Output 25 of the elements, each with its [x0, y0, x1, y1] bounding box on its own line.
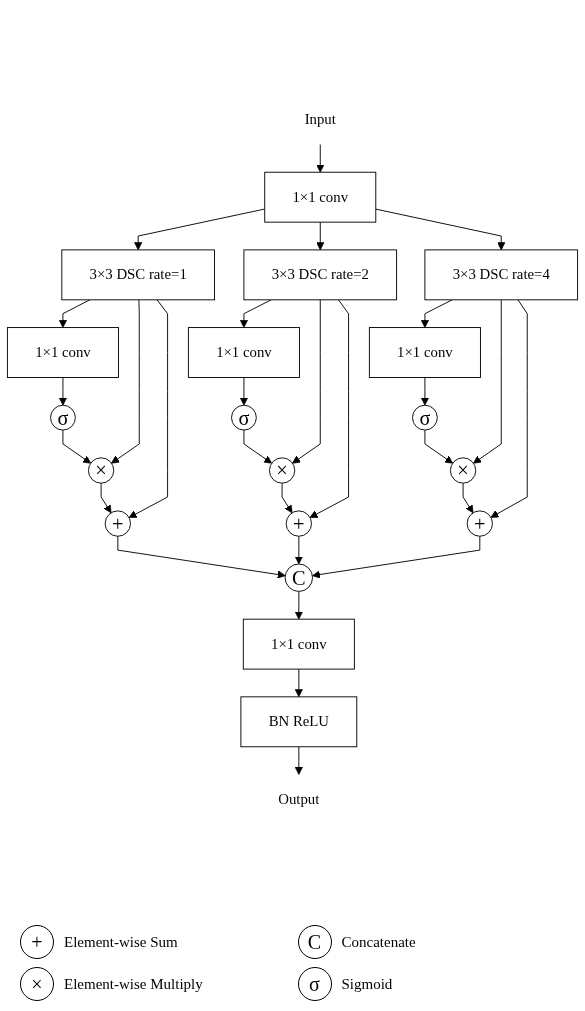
legend-text: Sigmoid [341, 975, 393, 993]
node-box: 3×3 DSC rate=2 [243, 249, 398, 301]
node-circle: σ [231, 404, 257, 431]
node-circle: + [104, 510, 131, 537]
node-circle: × [268, 457, 296, 484]
node-circle: × [87, 457, 115, 484]
node-circle: C [284, 563, 313, 592]
node-circle: × [449, 457, 477, 484]
legend-text: Element-wise Sum [64, 933, 178, 951]
node-circle: σ [50, 404, 76, 431]
node-circle: + [285, 510, 312, 537]
node-circle: + [466, 510, 493, 537]
node-box: BN ReLU [240, 696, 358, 748]
node-box: 3×3 DSC rate=1 [61, 249, 215, 301]
node-box: 1×1 conv [187, 327, 300, 378]
node-text: Output [278, 791, 320, 807]
legend-text: Concatenate [341, 933, 416, 951]
legend-text: Element-wise Multiply [64, 975, 203, 993]
node-box: 1×1 conv [6, 327, 119, 378]
node-box: 3×3 DSC rate=4 [424, 249, 579, 301]
node-circle: σ [412, 404, 438, 431]
node-box: 1×1 conv [242, 618, 355, 670]
node-box: 1×1 conv [368, 327, 481, 378]
node-box: 1×1 conv [264, 171, 377, 223]
node-text: Input [304, 111, 336, 127]
